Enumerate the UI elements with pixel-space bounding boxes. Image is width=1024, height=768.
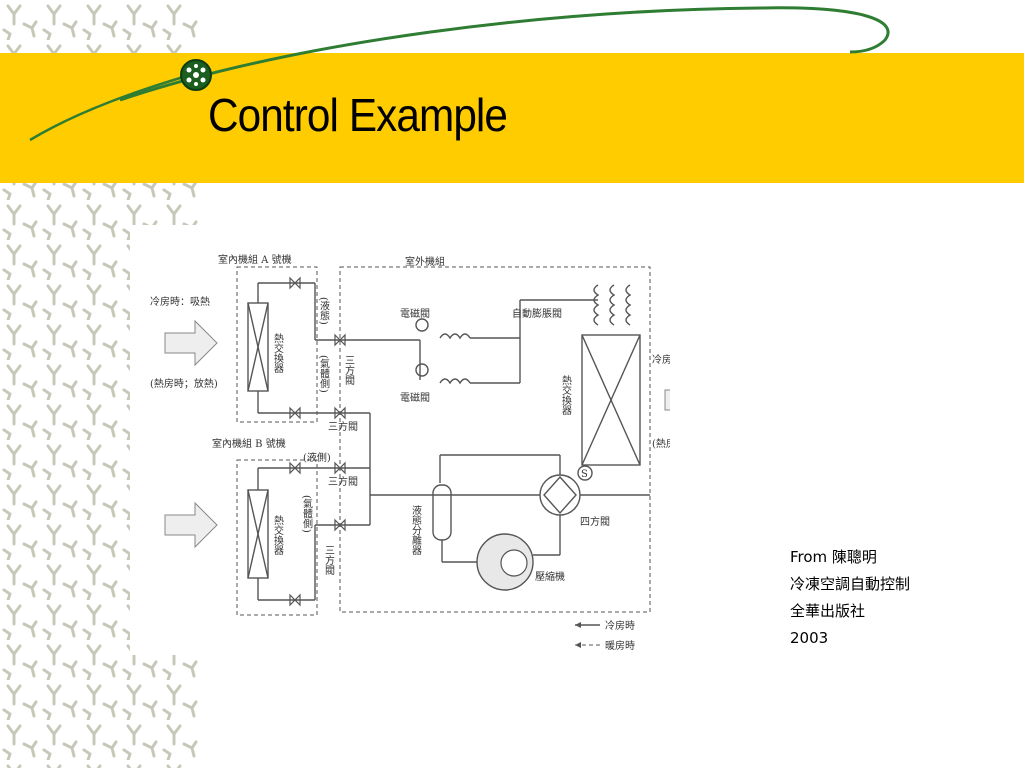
source-citation: From 陳聰明 冷凍空調自動控制 全華出版社 2003 bbox=[790, 544, 910, 652]
s-sensor-icon bbox=[577, 465, 593, 481]
separator-label: 液態分離器 bbox=[410, 504, 422, 556]
airflow-arrow-out-icon bbox=[664, 389, 670, 411]
legend-heating-label: 暖房時 bbox=[605, 639, 635, 652]
solenoid-valve-label-2: 電磁閥 bbox=[400, 391, 430, 404]
bullet-orb-icon bbox=[180, 59, 212, 91]
refrigeration-diagram: 室外機組 室內機組 A 號機 熱交換器 室內機組 B 號機 熱交換器 冷房時：吸… bbox=[130, 225, 670, 655]
heating-release-label: (熱房時；放熱) bbox=[150, 377, 218, 390]
s-sensor-label: S bbox=[581, 469, 588, 480]
source-year: 2003 bbox=[790, 629, 829, 647]
hx-a-label: 熱交換器 bbox=[272, 332, 284, 374]
indoor-unit-a-box bbox=[236, 266, 318, 423]
valve-icons bbox=[289, 276, 346, 607]
indoor-unit-b-label: 室內機組 B 號機 bbox=[212, 437, 286, 450]
legend-cooling-label: 冷房時 bbox=[605, 619, 635, 632]
three-way-valve-label-1: 三方閥 bbox=[343, 355, 355, 386]
gas-side-b-label: (氣體側) bbox=[301, 495, 313, 533]
source-book-title: 冷凍空調自動控制 bbox=[790, 575, 911, 593]
airflow-arrow-a-icon bbox=[164, 319, 218, 367]
source-author: From 陳聰明 bbox=[790, 548, 877, 566]
source-publisher: 全華出版社 bbox=[790, 602, 866, 620]
expansion-valve-coils-icon bbox=[593, 284, 632, 326]
solenoid-valve-2-icon bbox=[415, 363, 429, 377]
coil-1-icon bbox=[439, 333, 471, 340]
outdoor-unit-label: 室外機組 bbox=[405, 255, 445, 268]
hx-b-label: 熱交換器 bbox=[272, 514, 284, 556]
solenoid-valve-label-1: 電磁閥 bbox=[400, 307, 430, 320]
slide-title: Control Example bbox=[208, 89, 508, 141]
three-way-valve-label-4: 三方閥 bbox=[323, 545, 335, 576]
airflow-arrow-b-icon bbox=[164, 501, 218, 549]
compressor-icon bbox=[476, 533, 534, 591]
three-way-valve-label-3: 三方閥 bbox=[328, 475, 358, 488]
title-bar-pattern-overlay bbox=[0, 53, 200, 183]
expansion-valve-label: 自動膨脹閥 bbox=[512, 307, 562, 320]
heating-absorb-label: (熱房時；吸熱) bbox=[652, 437, 670, 450]
three-way-valve-label-2: 三方閥 bbox=[328, 420, 358, 433]
indoor-unit-b-box bbox=[236, 459, 318, 616]
outdoor-hx-label: 熱交換器 bbox=[560, 374, 572, 416]
green-swoosh bbox=[29, 6, 890, 142]
outdoor-unit-box bbox=[339, 266, 651, 613]
compressor-label: 壓縮機 bbox=[535, 570, 565, 583]
liquid-side-a-label: (液態) bbox=[318, 297, 330, 325]
indoor-unit-a-label: 室內機組 A 號機 bbox=[218, 253, 292, 266]
coil-2-icon bbox=[439, 378, 471, 385]
gas-side-a-label: (氣體側) bbox=[318, 355, 330, 393]
solenoid-valve-1-icon bbox=[415, 318, 429, 332]
liquid-side-b-label: (液側) bbox=[303, 451, 331, 464]
outdoor-heat-exchanger-icon bbox=[581, 334, 641, 466]
cooling-absorb-label: 冷房時：吸熱 bbox=[150, 295, 210, 308]
four-way-valve-label: 四方閥 bbox=[580, 515, 610, 528]
cooling-release-label: 冷房時；放熱 bbox=[652, 353, 670, 366]
legend: 冷房時 暖房時 bbox=[575, 619, 635, 652]
